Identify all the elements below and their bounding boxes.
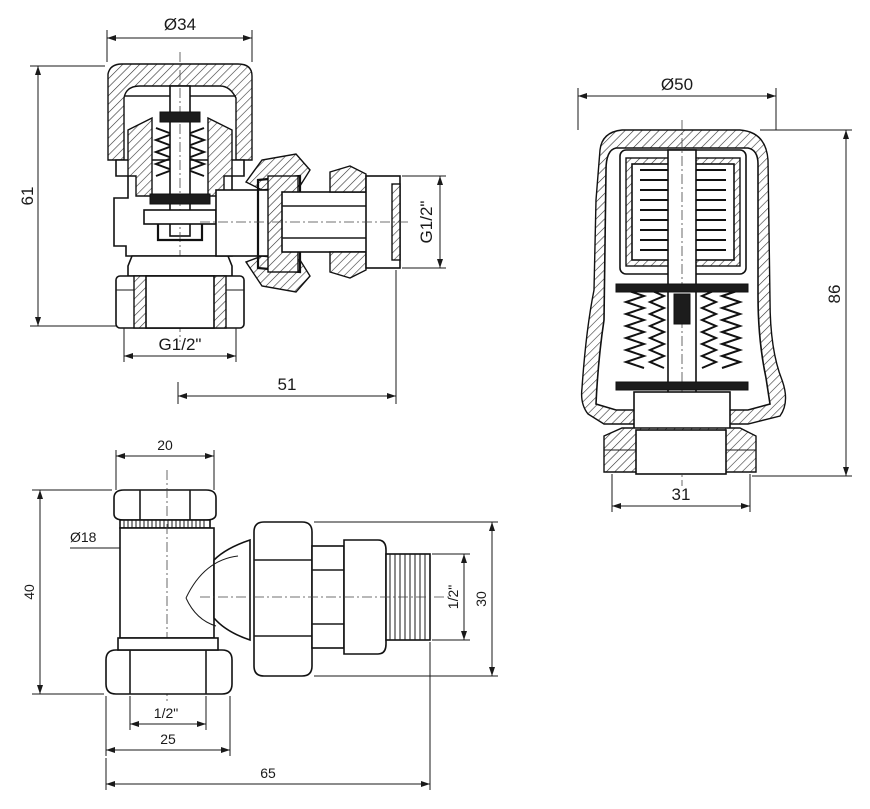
dim-label-height-86: 86 xyxy=(825,285,844,304)
dim-side-thread-half: 1/2" xyxy=(432,553,470,641)
dim-width-20: 20 xyxy=(115,437,215,490)
dim-height-61: 61 xyxy=(18,65,120,327)
valve-side-union xyxy=(200,153,410,293)
dim-bottom-thread-half: 1/2" xyxy=(129,696,207,730)
dim-total-length-65: 65 xyxy=(105,642,431,790)
dim-length-51: 51 xyxy=(177,270,397,404)
dim-label-side-height-30: 30 xyxy=(473,591,489,607)
dim-label-side-thread: G1/2" xyxy=(417,201,436,244)
dim-label-side-thread-half: 1/2" xyxy=(445,585,461,609)
thermostatic-head-view: Ø50 86 xyxy=(577,75,852,512)
dim-side-height-30: 30 xyxy=(314,521,498,677)
dim-label-bottom-thread: G1/2" xyxy=(159,335,202,354)
dim-side-thread: G1/2" xyxy=(402,175,446,269)
dim-label-width-20: 20 xyxy=(157,437,173,453)
dim-bottom-width-25: 25 xyxy=(105,696,231,756)
dim-bottom-31: 31 xyxy=(611,474,751,512)
dim-diameter-18: Ø18 xyxy=(70,529,120,549)
dim-label-height-40: 40 xyxy=(21,584,37,600)
dim-label-diameter-50: Ø50 xyxy=(661,75,693,94)
head-springs xyxy=(615,283,749,391)
exterior-top-hex xyxy=(113,489,217,521)
dim-label-diameter-34: Ø34 xyxy=(164,15,196,34)
dim-label-total-length-65: 65 xyxy=(260,765,276,781)
dim-height-40: 40 xyxy=(21,489,112,695)
valve-section-view: Ø34 61 xyxy=(18,15,446,404)
exterior-bottom-hex xyxy=(105,649,233,695)
valve-body-lower xyxy=(127,255,233,277)
dim-diameter-50: Ø50 xyxy=(577,75,777,130)
dim-diameter-34: Ø34 xyxy=(106,15,253,62)
exterior-side-hex xyxy=(253,521,313,677)
valve-internal-sleeve xyxy=(127,116,153,197)
valve-spring xyxy=(153,127,207,177)
dim-label-bottom-31: 31 xyxy=(672,485,691,504)
dim-label-diameter-18: Ø18 xyxy=(70,529,97,545)
dim-label-height-61: 61 xyxy=(18,187,37,206)
dim-label-bottom-thread-half: 1/2" xyxy=(154,705,178,721)
dim-height-86: 86 xyxy=(752,129,852,477)
head-connector xyxy=(633,391,731,433)
dim-label-bottom-width-25: 25 xyxy=(160,731,176,747)
dim-label-length-51: 51 xyxy=(278,375,297,394)
dim-bottom-thread: G1/2" xyxy=(123,328,237,362)
valve-exterior-view: 20 Ø18 xyxy=(21,437,498,790)
